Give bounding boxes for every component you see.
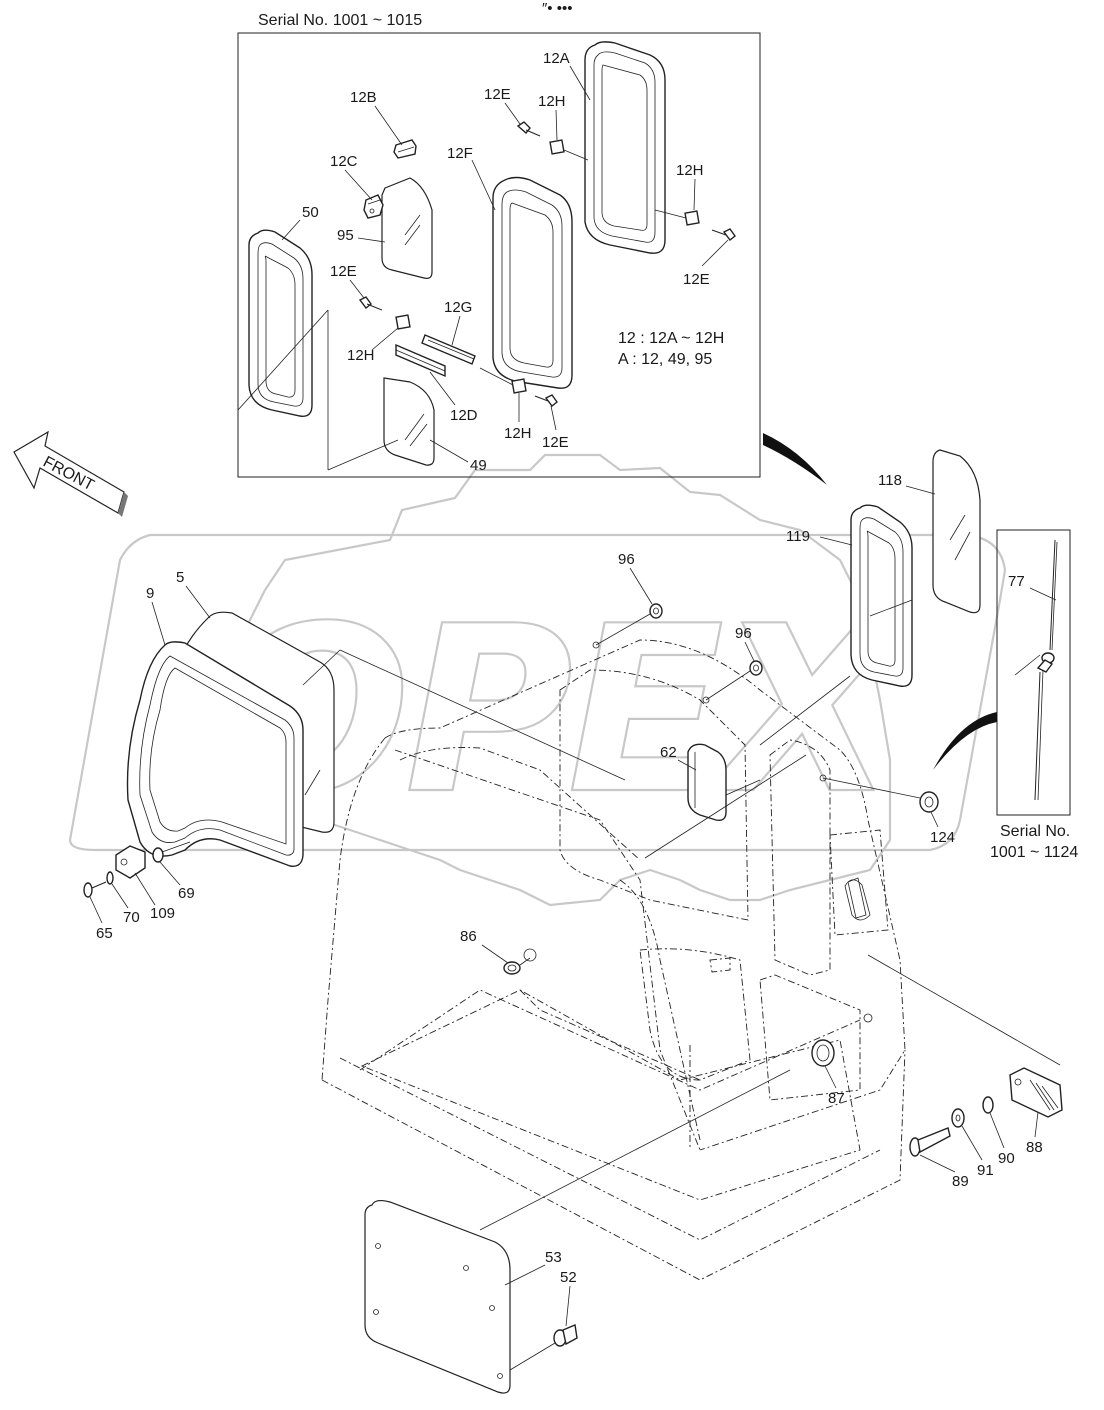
part-12G <box>421 334 476 365</box>
part-91 <box>951 1108 965 1128</box>
part-124 <box>919 791 939 813</box>
callout-12H-right: 12H <box>676 162 704 179</box>
part-12B <box>393 139 417 159</box>
callout-124: 124 <box>930 829 955 846</box>
callout-49: 49 <box>470 457 487 474</box>
part-12H-upper <box>549 139 565 155</box>
callout-96-upper: 96 <box>618 551 635 568</box>
part-109 <box>115 845 146 879</box>
callout-109: 109 <box>150 905 175 922</box>
part-95 <box>381 177 433 279</box>
front-arrow: FRONT <box>13 430 128 517</box>
part-86 <box>503 961 521 975</box>
part-65 <box>83 881 107 898</box>
callout-12H-upper: 12H <box>538 93 566 110</box>
callout-95: 95 <box>337 227 354 244</box>
callout-91: 91 <box>977 1162 994 1179</box>
part-77 <box>1034 539 1058 801</box>
antenna-pointer <box>933 712 997 770</box>
callout-69: 69 <box>178 885 195 902</box>
part-89 <box>909 1127 951 1157</box>
callout-5: 5 <box>176 569 184 586</box>
part-88 <box>1009 1067 1063 1118</box>
part-90 <box>982 1096 994 1114</box>
inset-serial-label: Serial No. 1001 ~ 1015 <box>258 12 422 29</box>
callout-12H-left: 12H <box>347 347 375 364</box>
callout-12E-right: 12E <box>683 271 710 288</box>
part-119 <box>850 504 913 687</box>
callout-12D: 12D <box>450 407 478 424</box>
part-53 <box>364 1199 511 1394</box>
callout-12E-upper: 12E <box>484 86 511 103</box>
callout-86: 86 <box>460 928 477 945</box>
callout-70: 70 <box>123 909 140 926</box>
callout-77: 77 <box>1008 573 1025 590</box>
callout-12B: 12B <box>350 89 377 106</box>
cab-body <box>321 639 906 1281</box>
part-118 <box>932 449 981 614</box>
callout-62: 62 <box>660 744 677 761</box>
part-12D <box>395 343 446 378</box>
callout-12F: 12F <box>447 145 473 162</box>
part-50 <box>248 229 313 417</box>
part-52 <box>553 1324 578 1347</box>
callout-89: 89 <box>952 1173 969 1190</box>
part-12F <box>492 176 573 389</box>
callout-53: 53 <box>545 1249 562 1266</box>
callout-65: 65 <box>96 925 113 942</box>
part-12E-lower <box>534 394 558 407</box>
callout-50: 50 <box>302 204 319 221</box>
callout-12H-lower: 12H <box>504 425 532 442</box>
part-12H-left <box>395 314 411 330</box>
part-70 <box>106 871 114 885</box>
callout-12A: 12A <box>543 50 570 67</box>
part-12C <box>363 194 384 219</box>
antenna-serial-line-1: Serial No. <box>1000 823 1070 840</box>
part-12E-upper <box>516 121 541 137</box>
callout-12C: 12C <box>330 153 358 170</box>
part-62 <box>687 743 727 822</box>
legend-line-1: 12 : 12A ~ 12H <box>618 330 724 347</box>
callout-12E-lower: 12E <box>542 434 569 451</box>
part-87 <box>811 1039 835 1067</box>
part-12E-left <box>358 296 383 311</box>
callout-96-lower: 96 <box>735 625 752 642</box>
part-12H-right <box>684 210 700 226</box>
callout-9: 9 <box>146 585 154 602</box>
part-12A <box>584 41 666 254</box>
inset-panel: Serial No. 1001 ~ 1015 ″• ••• 12A 12F 50 <box>237 0 761 478</box>
callout-12G: 12G <box>444 299 472 316</box>
callout-88: 88 <box>1026 1139 1043 1156</box>
callout-90: 90 <box>998 1150 1015 1167</box>
top-mark: ″• ••• <box>542 0 572 17</box>
legend-line-2: A : 12, 49, 95 <box>618 351 712 368</box>
antenna-box <box>996 529 1071 816</box>
part-96-upper <box>649 603 663 619</box>
callout-87: 87 <box>828 1090 845 1107</box>
part-69 <box>152 847 164 863</box>
part-12H-lower <box>511 378 527 394</box>
callout-52: 52 <box>560 1269 577 1286</box>
antenna-serial-line-2: 1001 ~ 1124 <box>990 844 1078 861</box>
part-9 <box>126 641 304 867</box>
part-96-lower <box>749 660 763 676</box>
callout-12E-left: 12E <box>330 263 357 280</box>
part-12E-right <box>711 228 736 241</box>
part-49 <box>383 377 435 466</box>
inset-pointer <box>763 433 827 485</box>
callout-118: 118 <box>878 472 902 489</box>
callout-119: 119 <box>786 528 810 545</box>
